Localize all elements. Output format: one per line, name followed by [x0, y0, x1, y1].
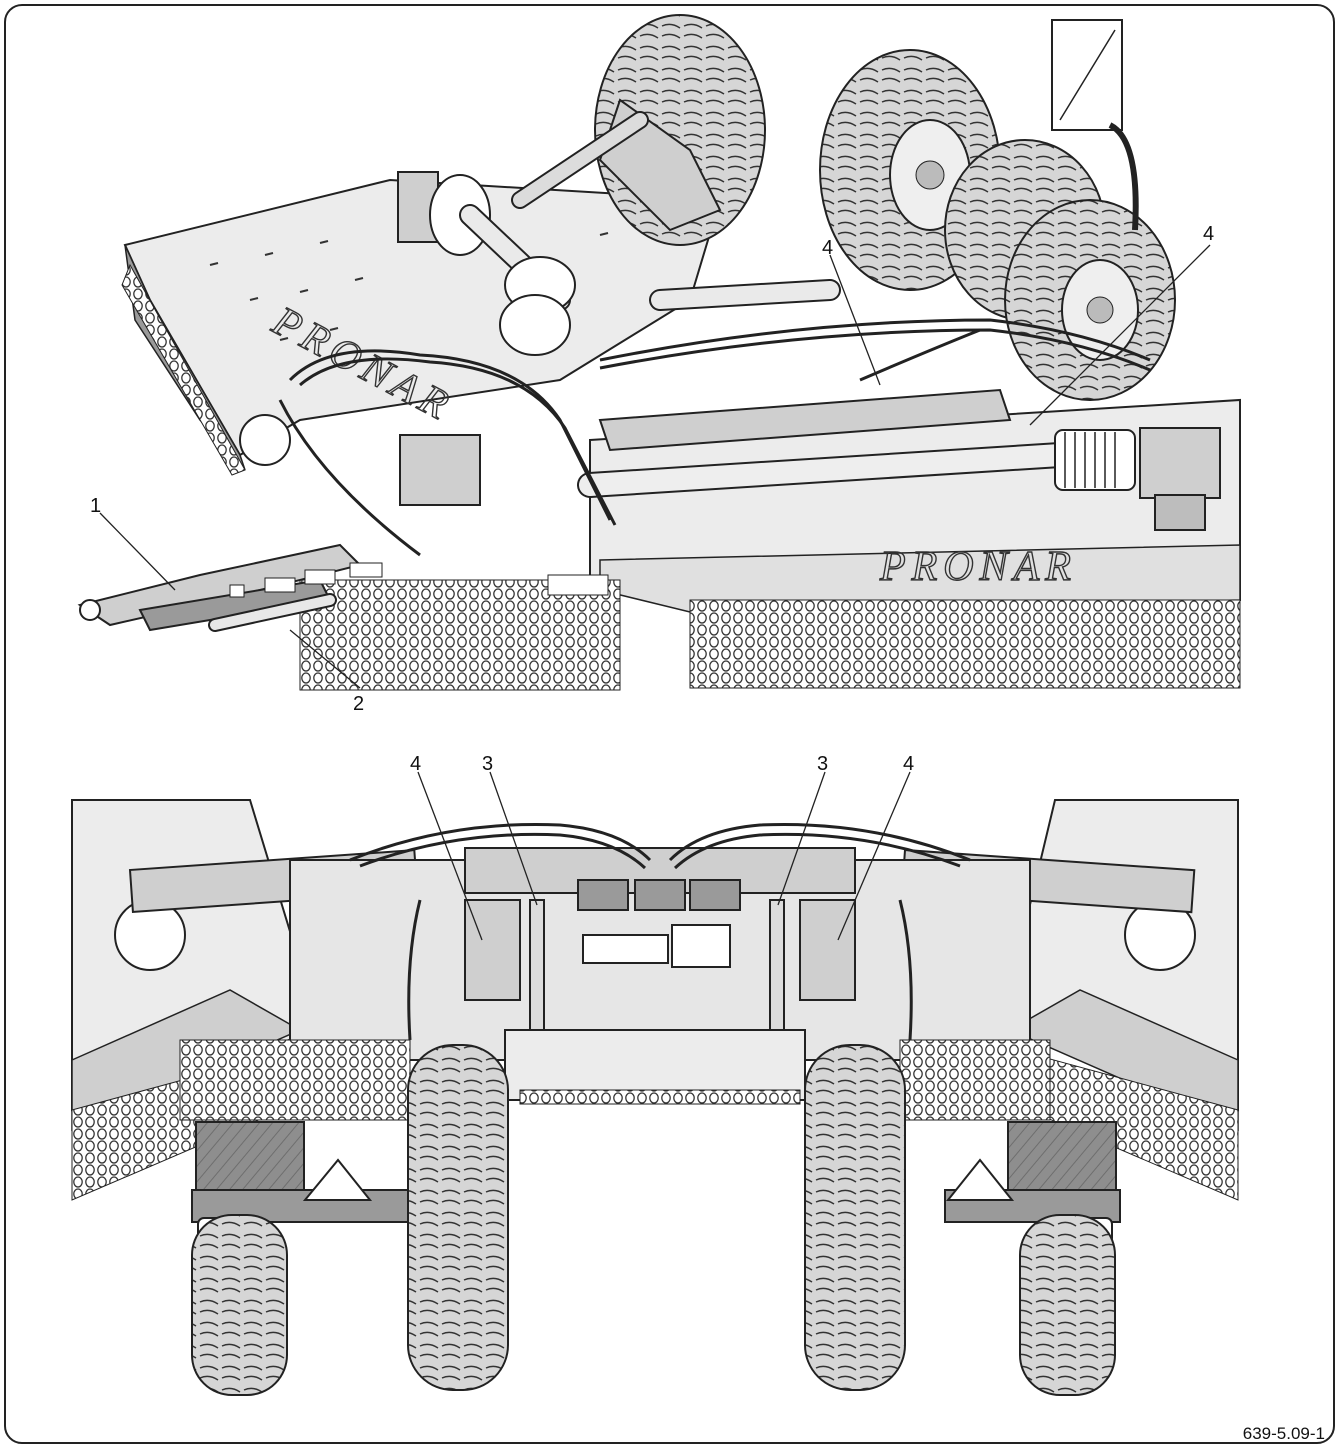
callout-4-top-left: 4	[822, 237, 833, 259]
drawbar-warning-decals	[229, 562, 609, 598]
rear-tyre-outer-right	[1019, 1214, 1116, 1396]
rear-tyre-inner-left	[407, 1044, 509, 1391]
callout-4-rear-right: 4	[903, 753, 914, 775]
hydraulic-hoses-top	[278, 318, 1151, 557]
callout-4-top-right: 4	[1203, 223, 1214, 245]
gearbox-right	[1139, 427, 1221, 499]
left-pivot-assembly	[464, 899, 521, 1001]
rear-wheel-lower	[944, 139, 1176, 401]
figure-reference: 639-5.09-1	[1242, 1424, 1325, 1443]
rear-center-chain-guard	[504, 1029, 806, 1101]
callout-2: 2	[353, 693, 364, 715]
callout-3-rear-left: 3	[482, 753, 493, 775]
hitch-eye	[79, 599, 101, 621]
rear-tyre-inner-right	[804, 1044, 906, 1391]
rear-tyre-outer-left	[191, 1214, 288, 1396]
rear-cross-frame	[598, 388, 1012, 452]
hydraulic-hoses-rear	[349, 822, 971, 1041]
rear-right-side-chains	[899, 1039, 1051, 1121]
front-lamp	[239, 414, 291, 466]
rear-left-reflector	[195, 1121, 305, 1193]
top-leader-lines	[99, 244, 1211, 689]
right-pivot-assembly	[799, 899, 856, 1001]
warning-reflector-top	[1051, 19, 1139, 231]
coupling-center-lower	[499, 294, 571, 356]
rear-right-reflector	[1007, 1121, 1117, 1193]
center-chain-guard	[299, 579, 621, 691]
rear-left-side-chains	[179, 1039, 411, 1121]
rear-right-warning-triangle	[945, 1158, 1015, 1201]
callout-1: 1	[90, 495, 101, 517]
callout-3-rear-right: 3	[817, 753, 828, 775]
hydraulic-valve-block	[577, 879, 741, 911]
left-deck-chain-guard	[121, 263, 246, 476]
callout-4-rear-left: 4	[410, 753, 421, 775]
left-lift-strut	[529, 899, 545, 1031]
figure-frame	[4, 4, 1335, 1444]
right-deck-brand-mark: PRONAR	[879, 544, 1077, 590]
rear-decal-left	[582, 934, 669, 964]
rear-view: 4 3 3 4	[71, 753, 1239, 1396]
center-gearbox	[399, 434, 481, 506]
rear-left-warning-triangle	[302, 1158, 373, 1201]
right-lift-strut	[769, 899, 785, 1031]
top-view: PRONAR	[77, 14, 1241, 715]
rear-decal-right	[671, 924, 731, 968]
rear-leader-lines	[417, 771, 911, 941]
right-deck-chain-guard	[689, 599, 1241, 689]
